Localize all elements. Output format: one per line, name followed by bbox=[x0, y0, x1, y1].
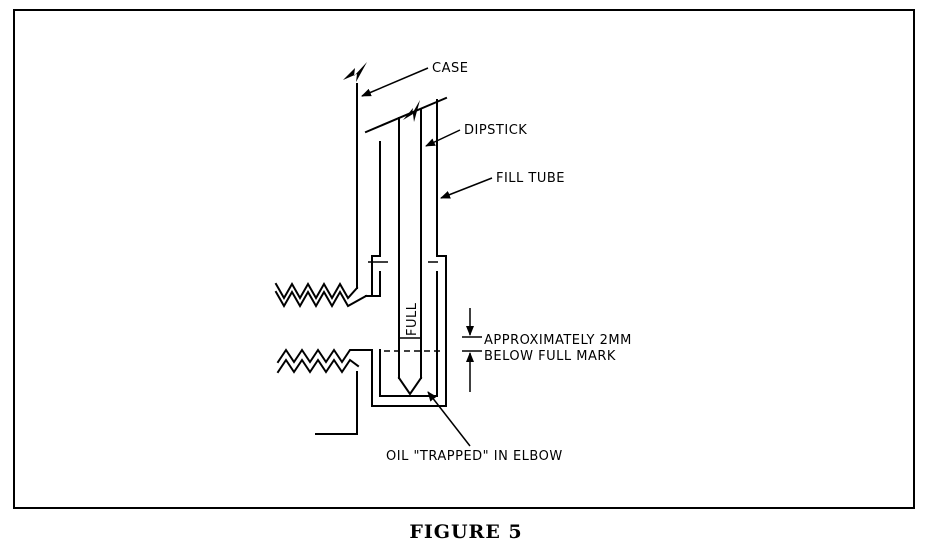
case-wall bbox=[274, 83, 368, 435]
full-mark-label: FULL bbox=[405, 302, 420, 336]
oil-trapped-label: OIL "TRAPPED" IN ELBOW bbox=[386, 449, 563, 464]
approx-label-line2: BELOW FULL MARK bbox=[484, 349, 616, 364]
dipstick-leader bbox=[425, 129, 461, 147]
case-leader bbox=[361, 67, 429, 97]
dimension-marker bbox=[462, 308, 482, 392]
oil-trapped-leader bbox=[427, 391, 471, 447]
dipstick: FULL bbox=[397, 100, 423, 396]
approx-label-line1: APPROXIMATELY 2MM bbox=[484, 333, 632, 348]
figure-caption: FIGURE 5 bbox=[409, 521, 522, 543]
fill-tube bbox=[364, 96, 448, 407]
figure-frame bbox=[13, 9, 915, 509]
fill-tube-label: FILL TUBE bbox=[496, 171, 565, 186]
dipstick-label: DIPSTICK bbox=[464, 123, 527, 138]
case-label: CASE bbox=[432, 61, 468, 76]
case-break-symbol bbox=[343, 62, 367, 82]
fill-tube-leader bbox=[440, 177, 493, 199]
